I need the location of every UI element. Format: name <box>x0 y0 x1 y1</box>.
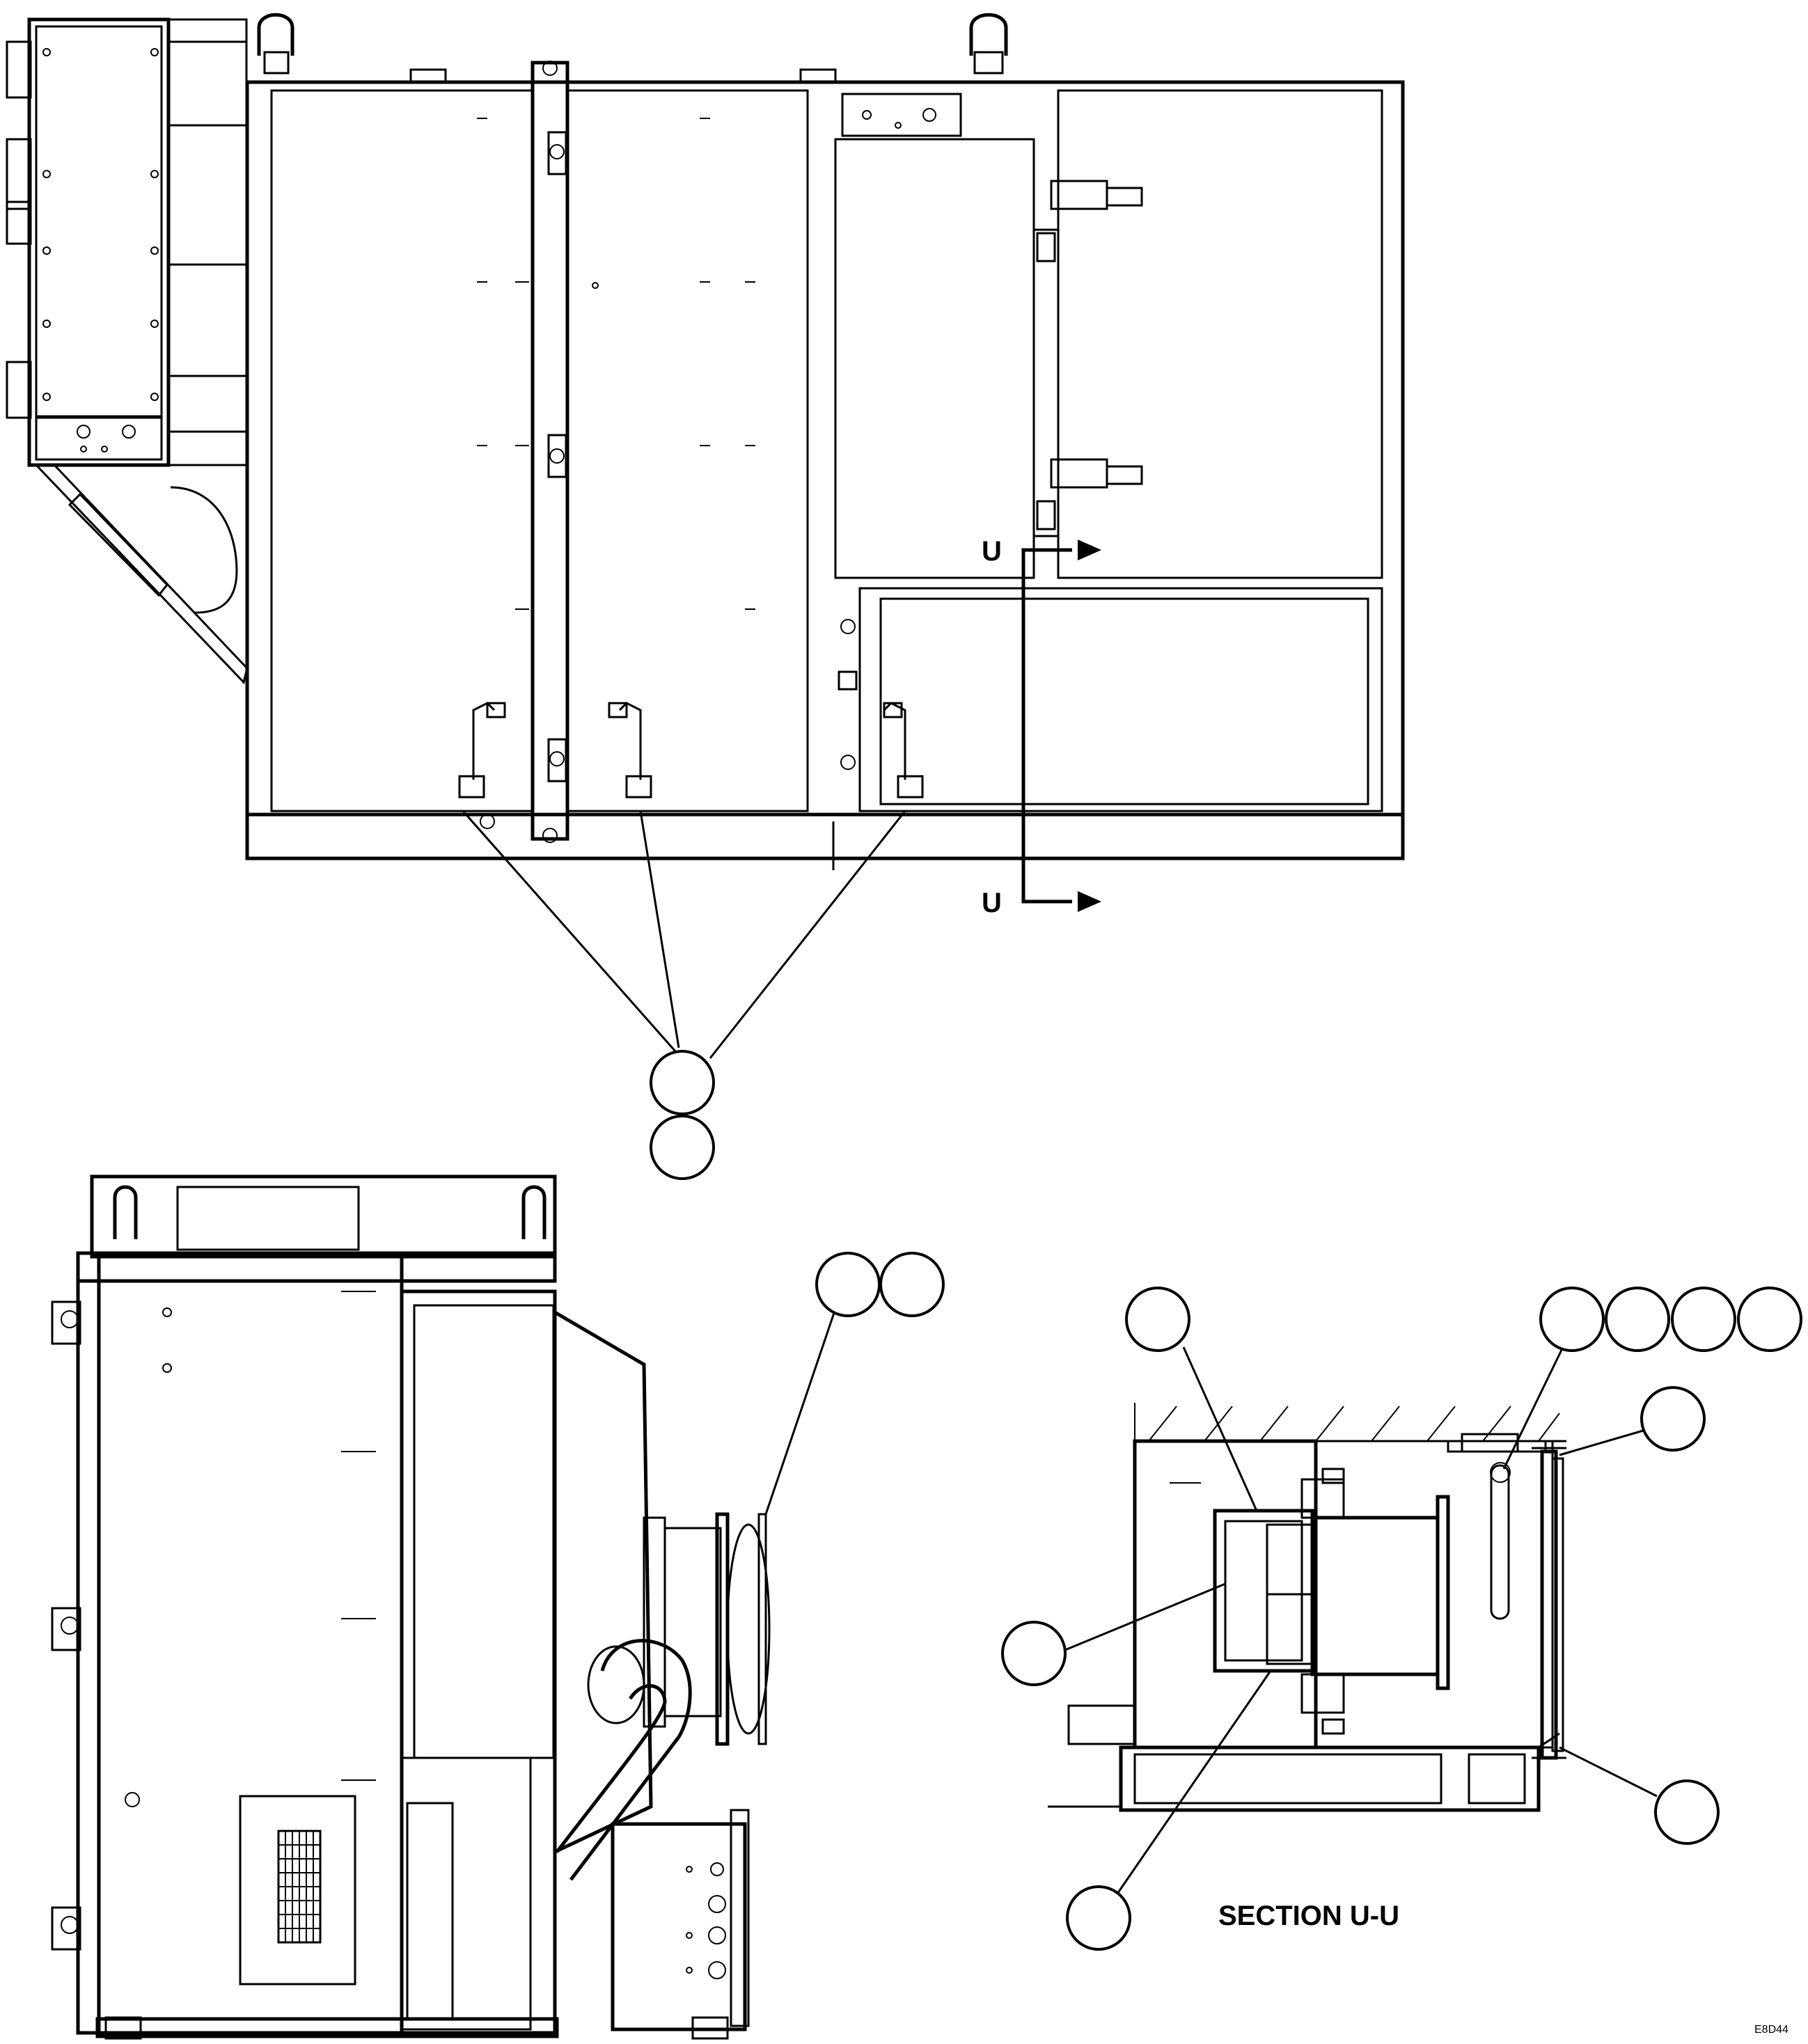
side-view <box>51 1174 945 2040</box>
top-view: U U <box>6 13 1405 1180</box>
latch-left <box>458 702 506 799</box>
drawing-code: E8D44 <box>1754 2024 1789 2036</box>
lifting-eye-left <box>257 13 294 74</box>
latch-right <box>883 702 924 799</box>
right-upper-panels <box>834 89 1383 579</box>
callout-balloon <box>1640 1386 1706 1452</box>
callout-balloon <box>1654 1779 1720 1845</box>
section-line: U U <box>982 536 1101 918</box>
callout-balloon <box>815 1252 881 1317</box>
callout-balloon <box>1125 1287 1190 1352</box>
section-title: SECTION U-U <box>1218 1901 1399 1931</box>
center-strap <box>530 61 569 843</box>
middle-panel <box>566 89 809 812</box>
callout-balloon <box>1605 1287 1670 1352</box>
latch-middle <box>608 702 652 799</box>
lifting-eye-right <box>969 13 1008 74</box>
callout-balloon <box>879 1252 945 1317</box>
callout-balloon <box>650 1050 715 1115</box>
section-marker-top: U <box>982 536 1002 567</box>
callout-balloon <box>650 1115 715 1180</box>
callout-balloon <box>1539 1287 1605 1352</box>
callout-balloon <box>1001 1621 1067 1686</box>
callout-balloon <box>1737 1287 1802 1352</box>
callout-balloon <box>1066 1885 1131 1951</box>
callout-balloon <box>1671 1287 1736 1352</box>
right-lower-panel <box>838 587 1383 812</box>
section-marker-bottom: U <box>982 888 1002 918</box>
control-box <box>6 17 248 467</box>
section-view: SECTION U-U <box>1001 1287 1802 1951</box>
